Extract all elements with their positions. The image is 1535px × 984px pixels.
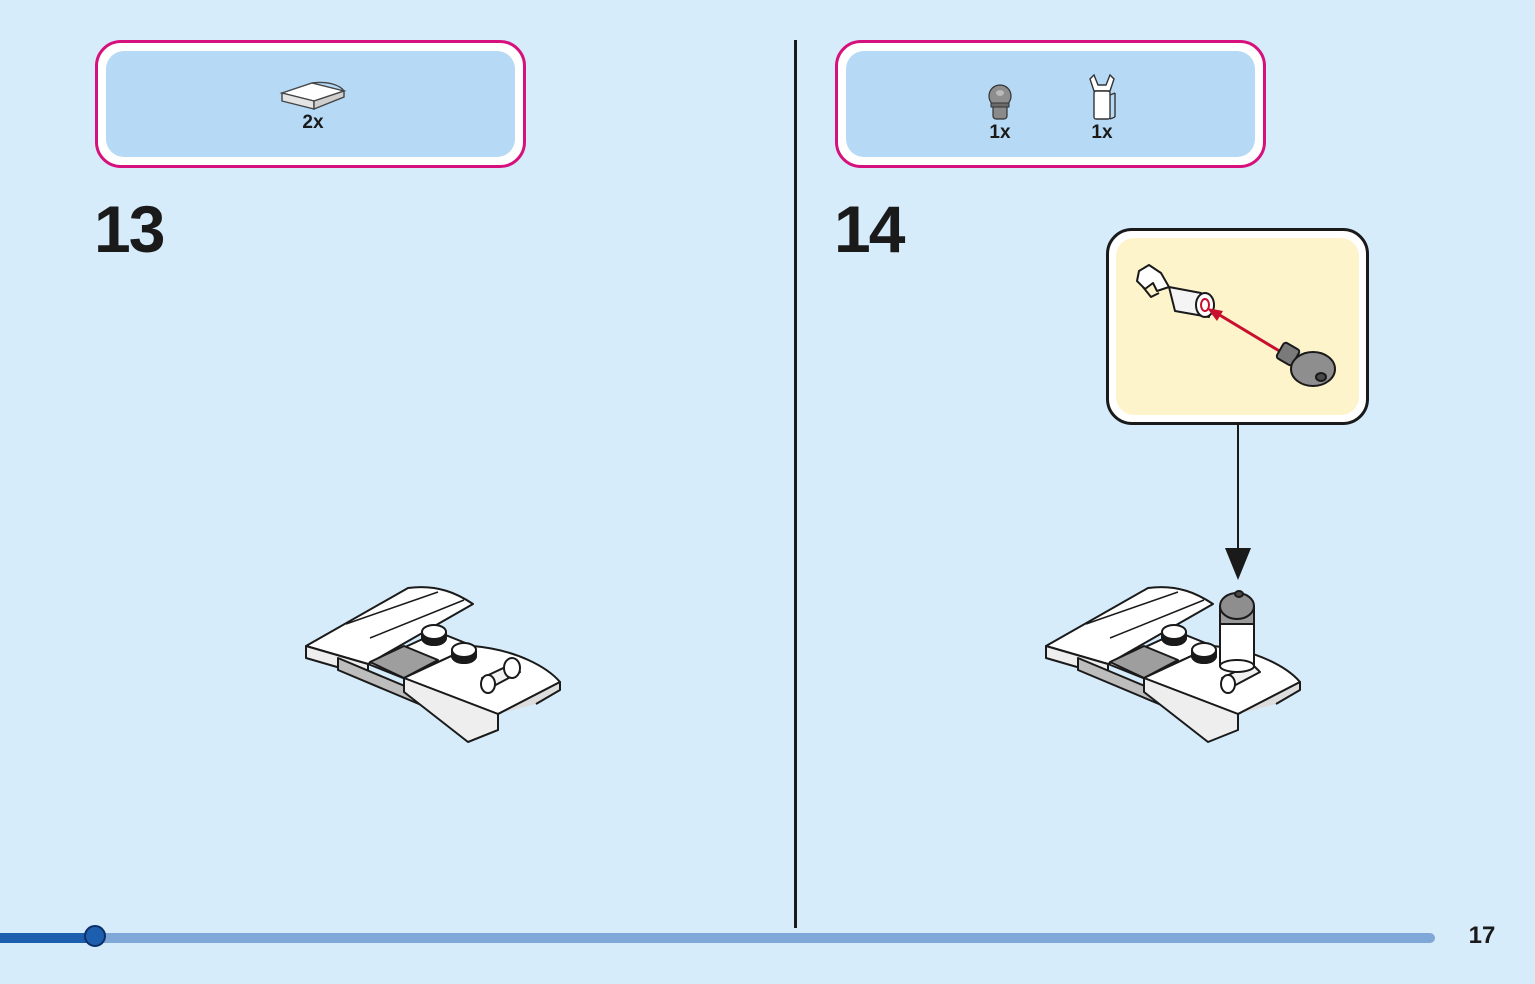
callout-leader-line [1237, 425, 1239, 553]
part-quantity: 1x [1091, 122, 1113, 143]
part-quantity: 2x [302, 112, 324, 133]
step-14-assembly-model [1045, 586, 1301, 743]
step-number: 13 [94, 192, 165, 266]
sub-assembly-illustration [1136, 264, 1336, 387]
step-14-parts-list: 1x 1x [835, 40, 1266, 168]
part-quantity: 1x [989, 122, 1011, 143]
step-13-parts-list: 2x [95, 40, 526, 168]
progress-knob [83, 925, 106, 947]
step-14-part-2: 1x [1078, 71, 1126, 143]
page-divider [794, 40, 797, 928]
sub-assembly-callout [1106, 228, 1369, 425]
step-13-assembly-model [305, 586, 561, 743]
step-14-part-1: 1x [976, 83, 1024, 143]
clip-bar-piece-icon [1089, 73, 1116, 120]
down-arrow-icon [1225, 548, 1251, 580]
step-13-part-1: 2x [276, 77, 350, 133]
round-stud-connector-icon [988, 84, 1012, 120]
curved-slope-plate-icon [279, 81, 347, 111]
progress-fill [0, 933, 95, 943]
page-number: 17 [1468, 922, 1496, 949]
progress-track [0, 933, 1435, 943]
step-number: 14 [834, 192, 905, 266]
